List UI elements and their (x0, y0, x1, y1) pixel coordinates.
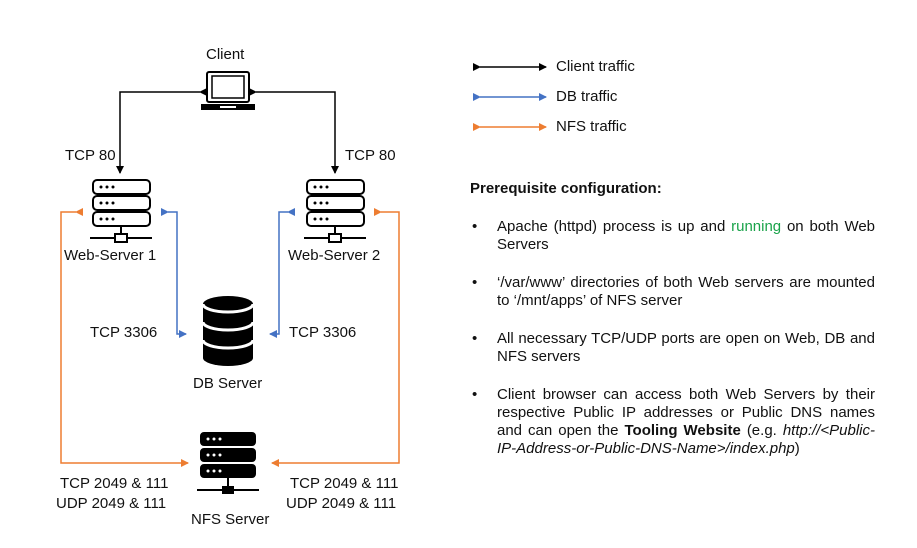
nfs-server-icon (197, 432, 259, 494)
tcp80-right-label: TCP 80 (345, 147, 396, 164)
tcp3306-left-label: TCP 3306 (90, 324, 158, 341)
web-server-1-label: Web-Server 1 (64, 247, 157, 264)
web-server-1-icon (90, 179, 152, 243)
client-label: Client (206, 46, 245, 63)
prereq-item-1-text-end: on both Web Servers (497, 218, 876, 253)
tcp3306-right-label: TCP 3306 (289, 324, 357, 341)
tooling-website-label: Tooling Website (624, 422, 741, 439)
nfs-left-udp-label: UDP 2049 & 111 (56, 495, 167, 512)
prereq-list: Apache (httpd) process is up and running… (470, 218, 875, 478)
client-traffic-line-right (249, 88, 339, 174)
nfs-left-tcp-label: TCP 2049 & 111 (60, 475, 169, 492)
nfs-right-udp-label: UDP 2049 & 111 (286, 495, 397, 512)
prereq-item-4: Client browser can access both Web Serve… (470, 386, 875, 458)
prereq-item-3: All necessary TCP/UDP ports are open on … (470, 330, 875, 366)
nfs-right-tcp-label: TCP 2049 & 111 (290, 475, 399, 492)
prereq-item-3-text: All necessary TCP/UDP ports are open on … (497, 330, 875, 365)
nfs-server-label: NFS Server (191, 511, 270, 528)
db-server-label: DB Server (193, 375, 263, 392)
db-traffic-line-right (269, 208, 295, 338)
prereq-item-4-text: Client browser can access both Web Serve… (497, 386, 875, 439)
prereq-item-2: ‘/var/www’ directories of both Web serve… (470, 274, 875, 310)
legend-client-label: Client traffic (556, 58, 635, 75)
prereq-item-4-eg: (e.g. (740, 422, 783, 439)
running-highlight: running (731, 218, 782, 235)
tcp80-left-label: TCP 80 (65, 147, 116, 164)
web-server-2-icon (304, 179, 366, 243)
legend-db-label: DB traffic (556, 88, 618, 105)
legend-nfs-label: NFS traffic (556, 118, 627, 135)
nfs-traffic-line-left (60, 208, 189, 467)
prereq-title: Prerequisite configuration: (470, 180, 662, 197)
example-url: http://<Public-IP-Address-or-Public-DNS-… (497, 422, 875, 457)
web-server-2-label: Web-Server 2 (288, 247, 381, 264)
prereq-item-4-end: ) (794, 440, 800, 457)
client-computer-icon (201, 71, 255, 110)
prereq-item-1: Apache (httpd) process is up and running… (470, 218, 875, 254)
prereq-item-1-text: Apache (httpd) process is up and (497, 218, 732, 235)
client-traffic-line-left (116, 88, 207, 174)
nfs-traffic-line-right (271, 208, 400, 467)
database-icon (201, 296, 255, 366)
prereq-item-2-text: ‘/var/www’ directories of both Web serve… (497, 274, 875, 309)
db-traffic-line-left (161, 208, 187, 338)
